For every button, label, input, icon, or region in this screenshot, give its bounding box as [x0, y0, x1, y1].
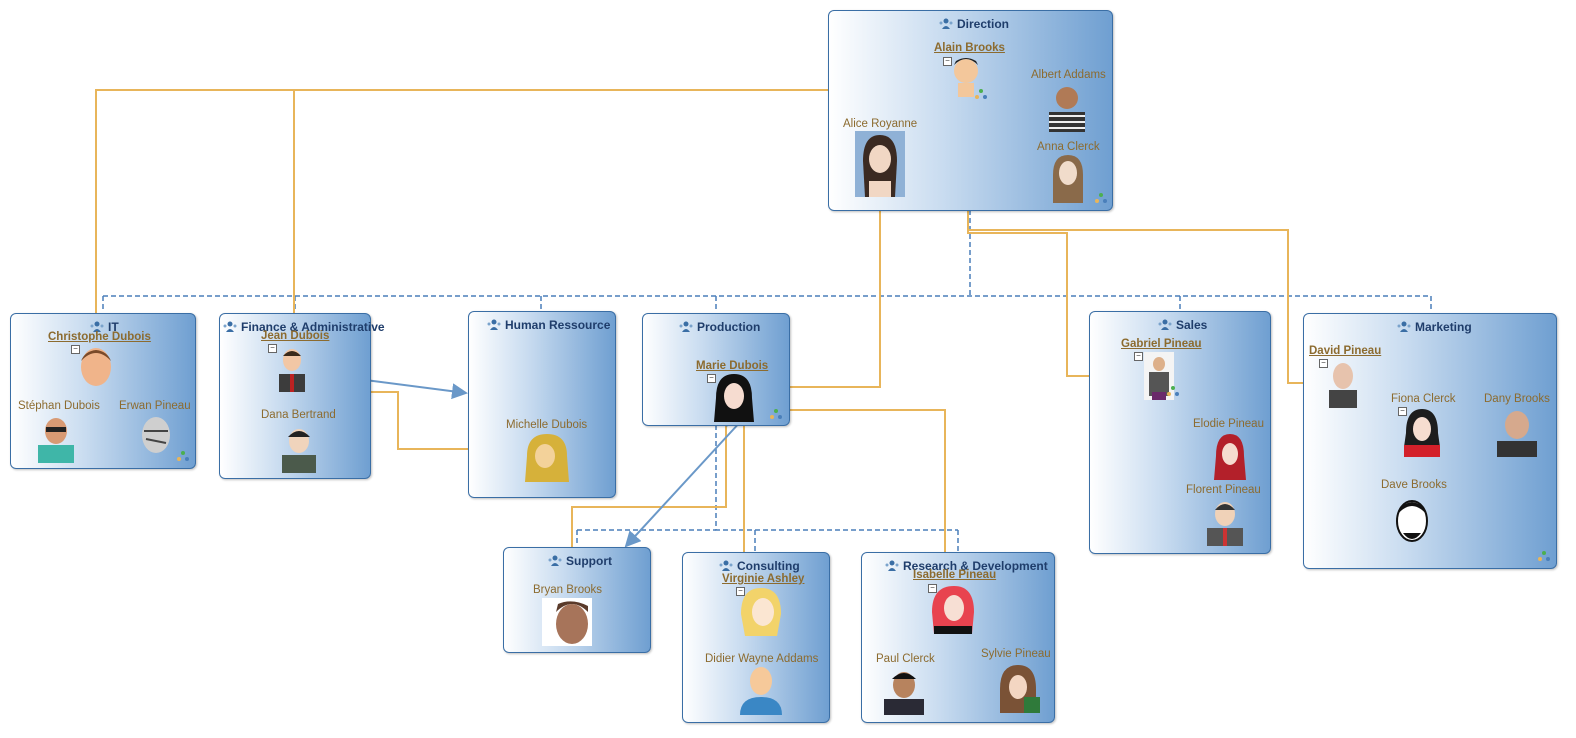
department-title: Direction	[939, 17, 1009, 31]
manager-name[interactable]: Alain Brooks	[934, 42, 1005, 54]
avatar-elodie-pineau[interactable]	[1212, 432, 1248, 480]
collapse-toggle-icon[interactable]: −	[1398, 407, 1407, 416]
person-name[interactable]: Fiona Clerck	[1391, 393, 1456, 405]
department-title: Research & Development	[885, 559, 1048, 573]
avatar-fiona-clerck[interactable]	[1398, 407, 1446, 457]
department-title: Production	[679, 320, 760, 334]
manager-name[interactable]: Jean Dubois	[261, 330, 330, 342]
avatar-erwan-pineau[interactable]	[138, 413, 174, 463]
avatar-sylvie-pineau[interactable]	[996, 663, 1040, 713]
person-name[interactable]: Michelle Dubois	[506, 419, 588, 431]
avatar-anna-clerck[interactable]	[1049, 153, 1087, 203]
group-icon	[223, 321, 237, 332]
avatar-michelle-dubois[interactable]	[523, 432, 571, 482]
collapse-toggle-icon[interactable]: −	[736, 587, 745, 596]
group-icon	[885, 560, 899, 571]
avatar-didier-wayne-addams[interactable]	[738, 665, 784, 715]
department-title: Consulting	[719, 559, 800, 573]
group-icon	[1158, 319, 1172, 330]
person-name[interactable]: Alice Royanne	[843, 118, 918, 130]
avatar-dany-brooks[interactable]	[1495, 407, 1539, 457]
person-name[interactable]: Florent Pineau	[1186, 484, 1261, 496]
person-name[interactable]: Paul Clerck	[876, 653, 935, 665]
person-name[interactable]: Bryan Brooks	[533, 584, 603, 596]
collapse-toggle-icon[interactable]: −	[707, 374, 716, 383]
avatar-florent-pineau[interactable]	[1203, 498, 1247, 546]
group-icon	[939, 18, 953, 29]
avatar-bryan-brooks[interactable]	[542, 598, 592, 646]
department-title: Sales	[1158, 318, 1207, 332]
collapse-toggle-icon[interactable]: −	[268, 344, 277, 353]
person-name[interactable]: Erwan Pineau	[119, 400, 191, 412]
avatar-christophe-dubois[interactable]	[77, 345, 115, 393]
manager-name[interactable]: David Pineau	[1309, 345, 1382, 357]
avatar-marie-dubois[interactable]	[712, 372, 756, 422]
group-icon	[1397, 321, 1411, 332]
avatar-dana-bertrand[interactable]	[276, 425, 322, 473]
avatar-isabelle-pineau[interactable]	[928, 584, 978, 634]
person-name[interactable]: Dany Brooks	[1484, 393, 1550, 405]
hierarchy-icon	[770, 409, 782, 419]
group-icon	[90, 321, 104, 332]
department-title: Human Ressource	[487, 318, 610, 332]
group-icon	[719, 560, 733, 571]
group-icon	[679, 321, 693, 332]
person-name[interactable]: Elodie Pineau	[1193, 418, 1264, 430]
hierarchy-icon	[177, 451, 189, 461]
manager-name[interactable]: Gabriel Pineau	[1121, 338, 1202, 350]
person-name[interactable]: Dave Brooks	[1381, 479, 1447, 491]
avatar-david-pineau[interactable]	[1326, 360, 1360, 408]
avatar-jean-dubois[interactable]	[277, 346, 307, 392]
avatar-paul-clerck[interactable]	[880, 667, 928, 715]
department-sales[interactable]: Sales	[1089, 311, 1271, 554]
manager-name[interactable]: Marie Dubois	[696, 360, 769, 372]
person-name[interactable]: Anna Clerck	[1037, 141, 1100, 153]
hierarchy-icon	[1538, 551, 1550, 561]
manager-name[interactable]: Christophe Dubois	[48, 331, 151, 343]
department-title: Marketing	[1397, 320, 1472, 334]
avatar-alice-royanne[interactable]	[855, 131, 905, 197]
collapse-toggle-icon[interactable]: −	[71, 345, 80, 354]
person-name[interactable]: Didier Wayne Addams	[705, 653, 819, 665]
avatar-stephan-dubois[interactable]	[34, 413, 76, 463]
avatar-virginie-ashley[interactable]	[737, 586, 785, 636]
person-name[interactable]: Stéphan Dubois	[18, 400, 100, 412]
manager-name[interactable]: Virginie Ashley	[722, 573, 805, 585]
manager-name[interactable]: Isabelle Pineau	[913, 569, 997, 581]
avatar-albert-addams[interactable]	[1043, 82, 1091, 132]
person-name[interactable]: Sylvie Pineau	[981, 648, 1051, 660]
group-icon	[487, 319, 501, 330]
department-title: Support	[548, 554, 612, 568]
collapse-toggle-icon[interactable]: −	[1134, 352, 1143, 361]
group-icon	[548, 555, 562, 566]
collapse-toggle-icon[interactable]: −	[1319, 359, 1328, 368]
department-title: IT	[90, 320, 119, 334]
avatar-dave-brooks[interactable]	[1393, 497, 1431, 551]
hierarchy-icon	[975, 89, 987, 99]
department-human-ressource[interactable]: Human Ressource	[468, 311, 616, 498]
collapse-toggle-icon[interactable]: −	[943, 57, 952, 66]
department-consulting[interactable]: Consulting	[682, 552, 830, 723]
department-title: Finance & Administrative	[223, 320, 385, 334]
avatar-alain-brooks[interactable]	[950, 55, 982, 99]
person-name[interactable]: Dana Bertrand	[261, 409, 336, 421]
person-name[interactable]: Albert Addams	[1031, 69, 1106, 81]
collapse-toggle-icon[interactable]: −	[928, 584, 937, 593]
hierarchy-icon	[1095, 193, 1107, 203]
hierarchy-icon	[1167, 386, 1179, 396]
